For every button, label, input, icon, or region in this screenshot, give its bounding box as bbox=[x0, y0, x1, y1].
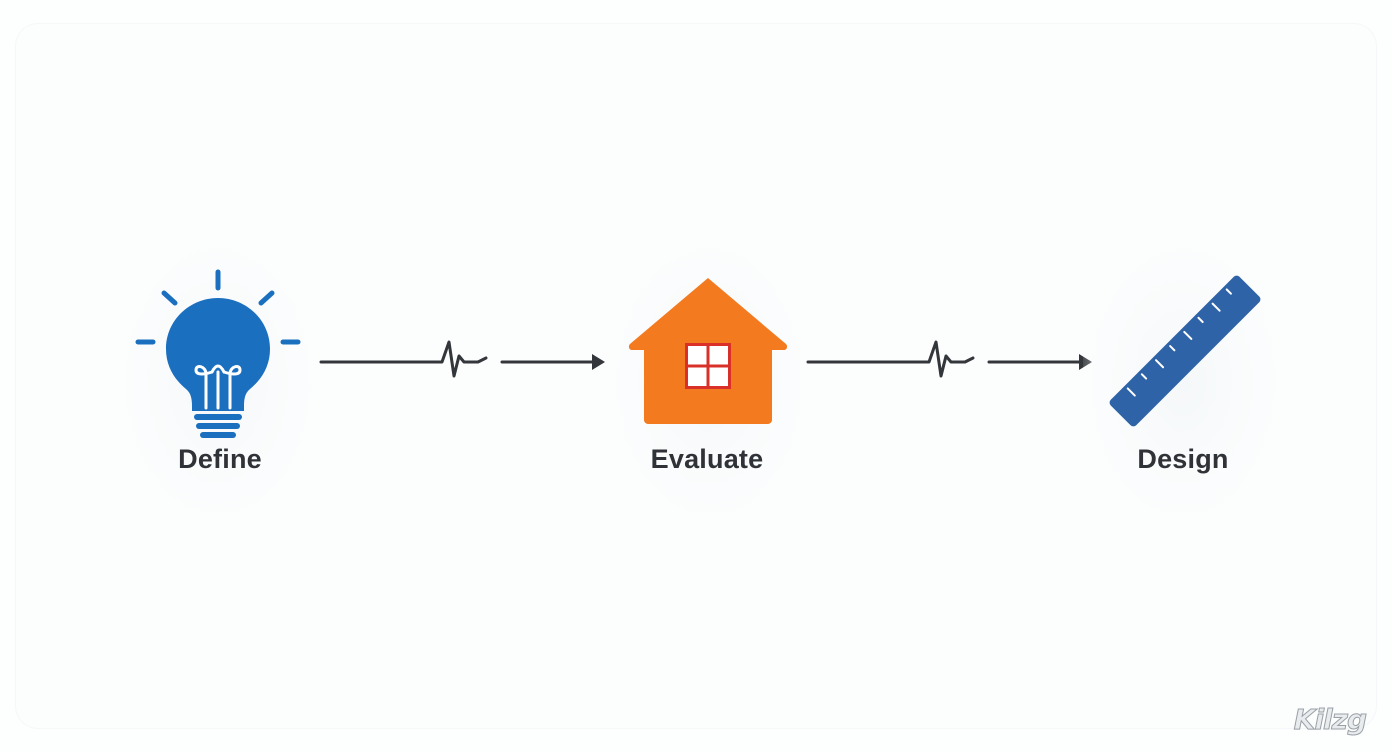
watermark-logo: Kilzg bbox=[1293, 703, 1367, 737]
house-icon bbox=[628, 278, 788, 424]
connector-define-evaluate bbox=[319, 340, 605, 378]
lightbulb-icon bbox=[135, 269, 301, 438]
connector-evaluate-design bbox=[806, 340, 1092, 378]
step-define-label: Define bbox=[178, 444, 262, 474]
step-evaluate-label: Evaluate bbox=[650, 444, 764, 474]
step-design bbox=[1083, 237, 1283, 527]
step-design-label: Design bbox=[1137, 444, 1229, 474]
ruler-icon bbox=[1109, 275, 1261, 427]
arrowhead-icon bbox=[592, 354, 605, 370]
